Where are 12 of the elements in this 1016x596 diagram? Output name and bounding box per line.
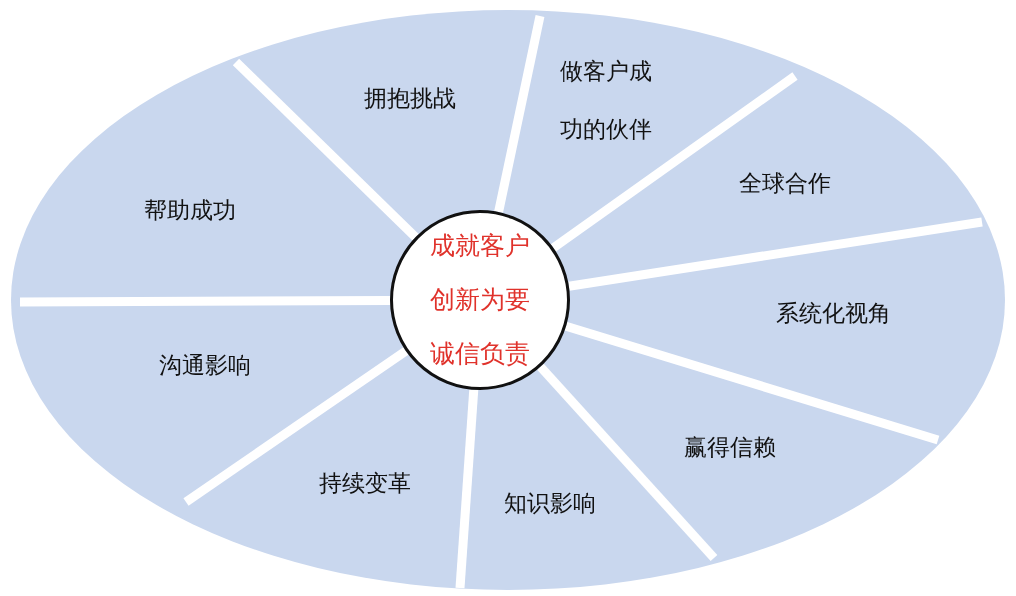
segment-label: 拥抱挑战 xyxy=(364,69,456,127)
segment-label: 知识影响 xyxy=(504,474,596,532)
center-value-text: 成就客户 xyxy=(430,230,530,262)
segment-label: 沟通影响 xyxy=(159,336,251,394)
center-value-text: 创新为要 xyxy=(430,284,530,316)
segment-label: 做客户成功的伙伴 xyxy=(551,42,661,158)
segment-label: 帮助成功 xyxy=(144,181,236,239)
segment-label: 赢得信赖 xyxy=(684,418,776,476)
center-value-text: 诚信负责 xyxy=(430,338,530,370)
segment-label: 持续变革 xyxy=(319,454,411,512)
segment-label: 系统化视角 xyxy=(775,284,891,342)
segment-label: 全球合作 xyxy=(739,154,831,212)
